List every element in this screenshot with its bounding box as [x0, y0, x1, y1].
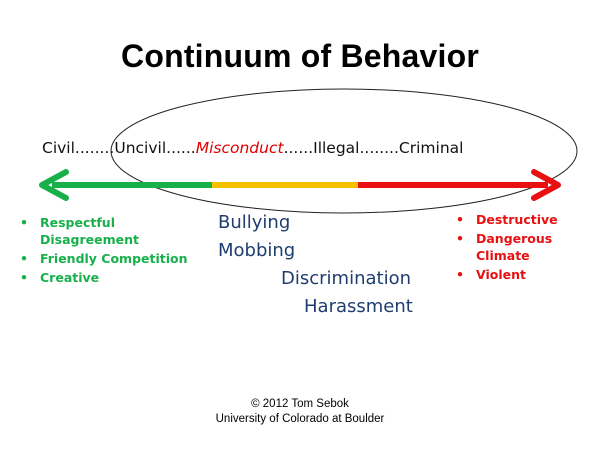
bullet-icon: • [456, 231, 464, 246]
list-item: •Creative [20, 270, 100, 285]
criminal-behaviors-list: •Destructive •Dangerous Climate •Violent [452, 211, 600, 285]
right-arrowhead [531, 169, 561, 201]
term-bullying: Bullying [218, 212, 291, 233]
footer: © 2012 Tom Sebok University of Colorado … [0, 397, 600, 427]
label-uncivil: Uncivil [114, 139, 167, 157]
copyright-text: © 2012 Tom Sebok [251, 398, 349, 410]
list-item: •Destructive [456, 212, 558, 227]
list-item: •Dangerous Climate [456, 231, 553, 263]
dots-4: ........ [359, 139, 399, 157]
term-harassment: Harassment [304, 296, 413, 317]
label-misconduct: Misconduct [195, 139, 284, 157]
label-criminal: Criminal [398, 139, 464, 157]
bullet-icon: • [456, 267, 464, 282]
list-item: •Violent [456, 267, 526, 282]
term-discrimination: Discrimination [281, 268, 411, 289]
bullet-icon: • [20, 215, 28, 230]
continuum-labels: Civil........Uncivil......Misconduct....… [42, 139, 463, 157]
dots-1: ........ [74, 139, 115, 157]
page-title: Continuum of Behavior [121, 38, 479, 74]
bullet-icon: • [456, 212, 464, 227]
bullet-icon: • [20, 270, 28, 285]
institution-text: University of Colorado at Boulder [215, 413, 385, 425]
bullet-icon: • [20, 251, 28, 266]
left-arrowhead [39, 169, 69, 201]
civil-behaviors-list: •Respectful Disagreement •Friendly Compe… [16, 214, 196, 288]
label-civil: Civil [42, 139, 75, 157]
dots-3: ...... [283, 139, 314, 157]
label-illegal: Illegal [313, 139, 360, 157]
list-item: •Friendly Competition [20, 251, 188, 266]
dots-2: ...... [166, 139, 196, 157]
term-mobbing: Mobbing [218, 240, 296, 261]
highlight-ellipse [110, 88, 578, 214]
list-item: •Respectful Disagreement [20, 215, 139, 247]
